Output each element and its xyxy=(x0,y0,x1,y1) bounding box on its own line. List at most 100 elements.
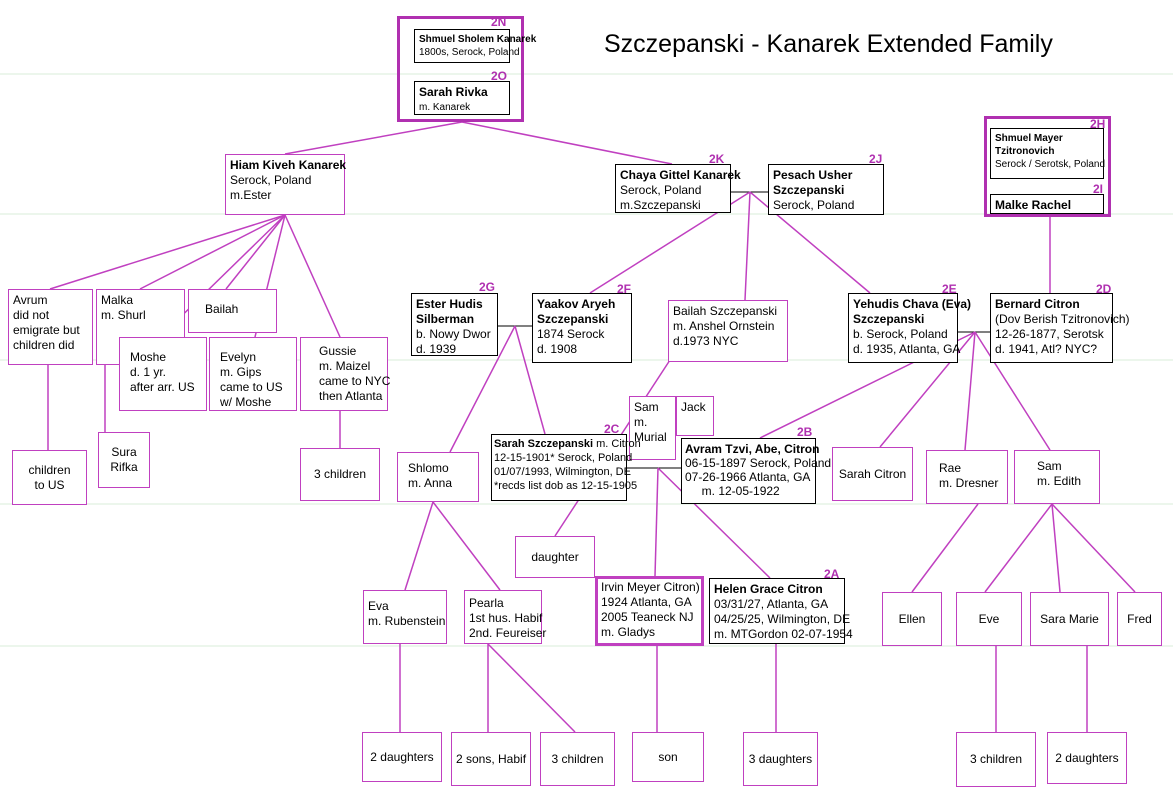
detail: Serock, Poland xyxy=(230,173,312,187)
name: Avram Tzvi, Abe, Citron xyxy=(685,442,820,456)
label: 2 daughters xyxy=(1055,750,1119,765)
name: Irvin Meyer Citron) xyxy=(601,580,700,594)
code-2e: 2E xyxy=(942,282,957,296)
name: Moshe xyxy=(130,350,167,364)
detail: 1924 Atlanta, GA xyxy=(601,595,692,609)
code-2g: 2G xyxy=(479,280,496,294)
person-sam-murial: Sam m. Murial xyxy=(629,396,676,460)
detail: d. 1939 xyxy=(416,342,457,356)
connector-line xyxy=(284,121,463,155)
three-children-pearla: 3 children xyxy=(540,732,615,786)
couple-frame-2n-2o xyxy=(397,16,524,122)
connector-line xyxy=(1051,503,1136,593)
detail: Serock / Serotsk, Poland xyxy=(995,159,1106,170)
code-2i: 2I xyxy=(1093,182,1104,196)
detail: came to NYC xyxy=(319,374,391,388)
detail: Murial xyxy=(634,430,667,444)
name: Pearla xyxy=(469,596,504,610)
code-2f: 2F xyxy=(617,282,632,296)
person-yehudis-chava-szczepanski: Yehudis Chava (Eva) Szczepanski b. Seroc… xyxy=(848,293,971,363)
detail: after arr. US xyxy=(130,380,195,394)
connector-line xyxy=(487,643,576,733)
person-sarah-rivka: Sarah Rivka m. Kanarek xyxy=(414,81,510,115)
name: Sam xyxy=(1037,459,1062,473)
name: Sara Marie xyxy=(1040,611,1099,626)
detail: m. Kanarek xyxy=(419,102,471,113)
person-yaakov-aryeh-szczepanski: Yaakov Aryeh Szczepanski 1874 Serock d. … xyxy=(532,293,632,363)
detail: 12-15-1901* Serock, Poland xyxy=(494,452,633,464)
person-pesach-usher-szczepanski: Pesach Usher Szczepanski Serock, Poland xyxy=(768,164,884,215)
connector-line xyxy=(284,214,341,338)
name: Fred xyxy=(1127,611,1152,626)
name: Shmuel Mayer xyxy=(995,133,1063,144)
code-2b: 2B xyxy=(797,425,813,439)
three-children-eve: 3 children xyxy=(956,732,1036,787)
person-ellen: Ellen xyxy=(882,592,942,646)
name: Gussie xyxy=(319,344,357,358)
connector-line xyxy=(225,214,286,290)
detail: 1800s, Serock, Poland xyxy=(419,47,520,58)
person-evelyn: Evelyn m. Gips came to US w/ Moshe xyxy=(209,337,297,411)
connector-line xyxy=(49,214,286,290)
detail: Serock, Poland xyxy=(773,198,855,212)
name: Eve xyxy=(978,611,1000,626)
children-to-us: children to US xyxy=(12,450,87,505)
detail: m. Anna xyxy=(408,476,453,490)
person-sam-edith: Sam m. Edith xyxy=(1014,450,1100,504)
detail: 01/07/1993, Wilmington, DE xyxy=(494,466,631,478)
name: Shlomo xyxy=(408,461,449,475)
name: Sura xyxy=(111,445,137,459)
person-bernard-citron: Bernard Citron (Dov Berish Tzitronovich)… xyxy=(990,293,1129,363)
detail: m. Gips xyxy=(220,365,262,379)
detail: d. 1935, Atlanta, GA xyxy=(853,342,961,356)
person-sarah-szczepanski: Sarah Szczepanski m. Citron 12-15-1901* … xyxy=(491,434,641,501)
person-avrum: Avrum did not emigrate but children did xyxy=(8,289,93,365)
connector-line xyxy=(432,501,501,591)
name: Eva xyxy=(368,599,389,613)
detail: d. 1908 xyxy=(537,342,578,356)
detail: 04/25/25, Wilmington, DE xyxy=(714,612,851,626)
name: Sarah Rivka xyxy=(419,85,488,99)
person-ester-hudis-silberman: Ester Hudis Silberman b. Nowy Dwor d. 19… xyxy=(411,293,498,356)
person-fred: Fred xyxy=(1117,592,1162,646)
name: Jack xyxy=(681,400,706,414)
detail: 2nd. Feureiser xyxy=(469,626,547,640)
person-chaya-gittel-kanarek: Chaya Gittel Kanarek Serock, Poland m.Sz… xyxy=(615,164,741,213)
detail: b. Nowy Dwor xyxy=(416,327,491,341)
name: Rifka xyxy=(110,460,138,474)
name-line2: Tzitronovich xyxy=(995,146,1055,157)
name: Chaya Gittel Kanarek xyxy=(620,168,741,182)
detail: d. 1 yr. xyxy=(130,365,167,379)
detail: m. Shurl xyxy=(101,308,146,322)
connector-line xyxy=(879,331,976,448)
detail: m.Ester xyxy=(230,188,272,202)
name: Pesach Usher xyxy=(773,168,853,182)
detail: m. Maizel xyxy=(319,359,371,373)
label: 2 sons, Habif xyxy=(455,751,527,766)
label: daughter xyxy=(531,549,579,564)
code-2j: 2J xyxy=(869,152,883,166)
code-2d: 2D xyxy=(1096,282,1112,296)
connector-line xyxy=(654,467,659,577)
label: 3 children xyxy=(551,751,604,766)
label: to US xyxy=(34,477,65,492)
person-moshe: Moshe d. 1 yr. after arr. US xyxy=(119,337,207,411)
name: Hiam Kiveh Kanarek xyxy=(230,158,347,172)
detail: b. Serock, Poland xyxy=(853,327,948,341)
connector-line xyxy=(449,325,516,453)
label: 3 children xyxy=(969,752,1023,766)
two-daughters-sara-marie: 2 daughters xyxy=(1047,732,1127,784)
name: Yaakov Aryeh xyxy=(537,297,616,311)
person-bailah-kanarek: Bailah xyxy=(188,289,277,333)
name-line2: Silberman xyxy=(416,312,475,326)
name-line2: Szczepanski xyxy=(773,183,845,197)
name: Malke Rachel xyxy=(995,198,1072,212)
detail: d.1973 NYC xyxy=(673,334,739,348)
connector-line xyxy=(461,121,673,165)
person-eve: Eve xyxy=(956,592,1022,646)
person-jack: Jack xyxy=(676,396,714,436)
name-line2: Szczepanski xyxy=(537,312,609,326)
connector-line xyxy=(514,325,546,435)
person-irvin-meyer-citron: Irvin Meyer Citron) 1924 Atlanta, GA 200… xyxy=(595,576,704,646)
two-daughters-eva: 2 daughters xyxy=(362,732,442,782)
